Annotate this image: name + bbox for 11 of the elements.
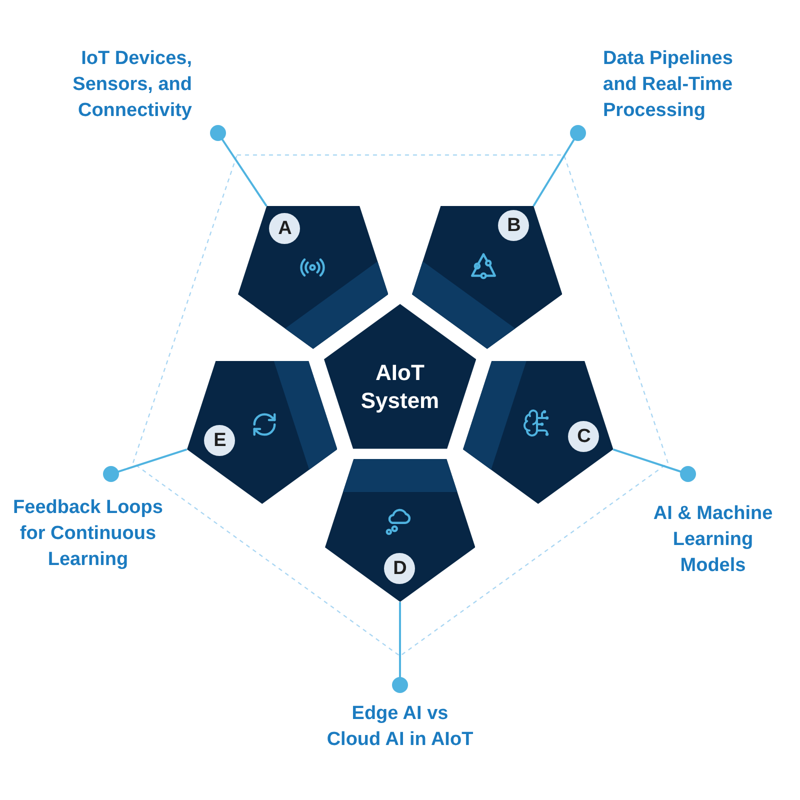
leader-line — [612, 448, 696, 482]
topic-label: Data Pipelines and Real-Time Processing — [603, 47, 734, 123]
hub-title: AIoT System — [360, 359, 440, 416]
leader-line — [532, 125, 586, 207]
topic-label: Feedback Loops for Continuous Learning — [12, 496, 164, 572]
leader-line — [392, 602, 408, 693]
leader-line — [210, 125, 268, 207]
leader-line — [103, 448, 188, 482]
topic-label: IoT Devices, Sensors, and Connectivity — [72, 47, 192, 123]
topic-label: AI & Machine Learning Models — [652, 502, 774, 578]
topic-label: Edge AI vs Cloud AI in AIoT — [326, 702, 474, 752]
